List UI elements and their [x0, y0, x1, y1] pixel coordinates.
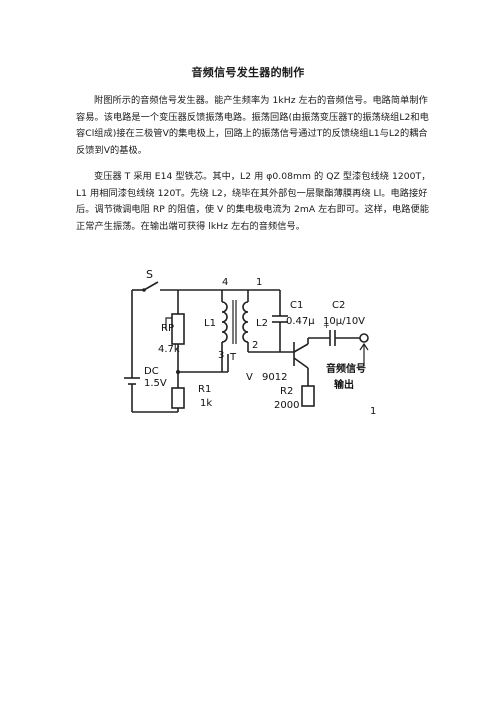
- transistor-model: 9012: [262, 372, 287, 383]
- c2-value: 10μ/10V: [323, 316, 365, 327]
- l2-label: L2: [256, 318, 268, 329]
- r2-resistor: [301, 385, 315, 407]
- c1-label: C1: [290, 300, 303, 311]
- r2-value: 2000: [274, 400, 299, 411]
- switch-label: S: [146, 268, 153, 281]
- c2-plus-sign: +: [323, 321, 330, 330]
- r1-label: R1: [198, 384, 211, 395]
- circuit-schematic: S DC 1.5V RP 4.7k R1 1k 4 L1 3 T 1 L2 2 …: [124, 268, 376, 417]
- page-title: 音频信号发生器的制作: [191, 66, 305, 79]
- paragraph-intro: 附图所示的音频信号发生器。能产生频率为 1kHz 左右的音频信号。电路简单制作容…: [76, 95, 429, 156]
- output-label-line2: 输出: [334, 378, 354, 391]
- r1-resistor: [171, 387, 185, 409]
- node-2-label: 2: [252, 340, 258, 351]
- transistor-emitter: [293, 357, 309, 369]
- output-label-line1: 音频信号: [326, 362, 366, 375]
- l1-coil: [221, 301, 228, 343]
- r1-value: 1k: [200, 398, 212, 409]
- c2-label: C2: [332, 300, 345, 311]
- r2-label: R2: [280, 386, 293, 397]
- transistor-collector: [293, 343, 309, 353]
- output-terminal: [359, 333, 369, 343]
- rp-value: 4.7k: [158, 344, 180, 355]
- node-4-label: 4: [222, 277, 228, 288]
- dc-value: 1.5V: [144, 378, 167, 389]
- l1-label: L1: [204, 318, 216, 329]
- paragraph-construction: 变压器 T 采用 E14 型铁芯。其中，L2 用 φ0.08mm 的 QZ 型漆…: [76, 171, 431, 232]
- rp-wiper: [165, 317, 172, 330]
- c1-value: 0.47μ: [286, 316, 315, 327]
- node-3-label: 3: [218, 350, 224, 361]
- switch-blade: [143, 281, 159, 291]
- node-1-label: 1: [256, 277, 262, 288]
- transformer-label: T: [229, 352, 237, 363]
- dc-label: DC: [144, 366, 159, 377]
- transistor-label: V: [246, 372, 253, 383]
- output-pin-label: 1: [370, 406, 376, 417]
- bias-junction: [176, 370, 180, 374]
- switch-pivot: [142, 288, 146, 292]
- l2-coil: [242, 301, 249, 343]
- rp-label: RP: [161, 323, 174, 334]
- output-arrow-head: [359, 342, 369, 351]
